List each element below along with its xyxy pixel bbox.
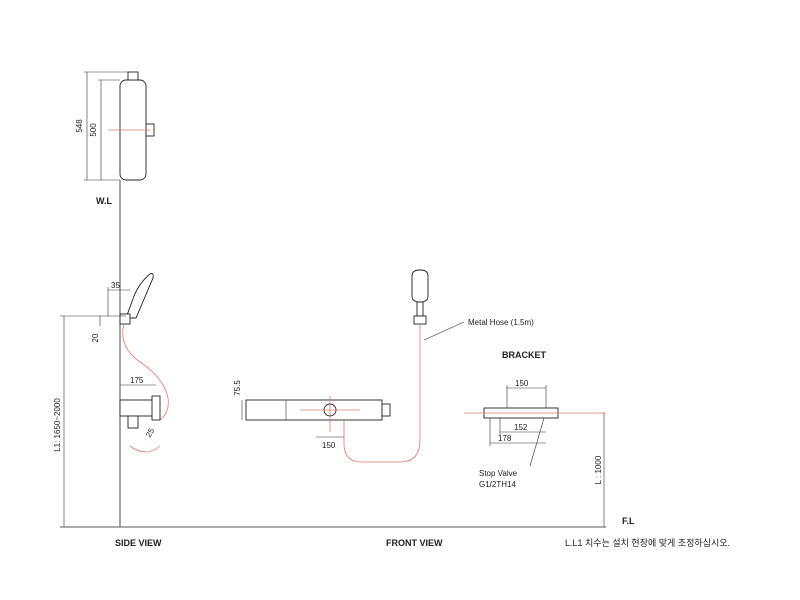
- side-view: 35 20 175 25 L1: 1650~2000 SIDE VIEW: [53, 273, 169, 548]
- side-shower-head: [125, 273, 154, 319]
- dim-500: 500: [89, 123, 98, 137]
- dim-178: 178: [498, 434, 512, 443]
- dim-175: 175: [130, 376, 144, 385]
- dim-35: 35: [111, 281, 120, 290]
- side-arc: [129, 445, 161, 453]
- front-view-label: FRONT VIEW: [386, 538, 443, 548]
- side-hose: [122, 323, 169, 421]
- side-mixer-handle: [151, 395, 161, 421]
- installation-note: L.L1 치수는 설치 현장에 맞게 조정하십시오.: [565, 537, 730, 548]
- wl-label: W.L: [96, 196, 112, 206]
- stop-valve-spec: G1/2TH14: [479, 480, 516, 489]
- side-mixer-body: [119, 399, 157, 417]
- dim-548: 548: [75, 119, 84, 133]
- dim-150-bracket: 150: [515, 379, 529, 388]
- dim-150-front: 150: [322, 441, 336, 450]
- dim-152: 152: [514, 423, 528, 432]
- top-view: 548 500 W.L: [75, 71, 155, 206]
- side-head-holder: [119, 313, 131, 325]
- dim-l1000: L : 1000: [594, 455, 603, 484]
- bracket-label: BRACKET: [502, 350, 547, 360]
- dim-20: 20: [91, 333, 100, 342]
- stop-valve-label: Stop Valve: [479, 469, 518, 478]
- front-hand-grip: [416, 301, 424, 317]
- dim-75-5: 75.5: [233, 380, 242, 396]
- front-holder: [413, 315, 427, 325]
- dim-25: 25: [144, 426, 157, 439]
- fl-label: F.L: [622, 516, 635, 526]
- front-hand-shower: [411, 269, 429, 303]
- front-bar-cap: [381, 403, 391, 417]
- front-metal-hose: [343, 324, 421, 463]
- metal-hose-label: Metal Hose (1.5m): [468, 318, 534, 327]
- front-view: Metal Hose (1.5m) 75.5 150 FRONT VIEW: [233, 269, 534, 548]
- bracket: BRACKET 150 152 178 Stop Valve G1/2TH14 …: [464, 350, 606, 527]
- dim-l1: L1: 1650~2000: [53, 398, 62, 452]
- top-view-cap: [127, 71, 139, 81]
- side-spout: [127, 415, 139, 429]
- side-view-label: SIDE VIEW: [115, 538, 162, 548]
